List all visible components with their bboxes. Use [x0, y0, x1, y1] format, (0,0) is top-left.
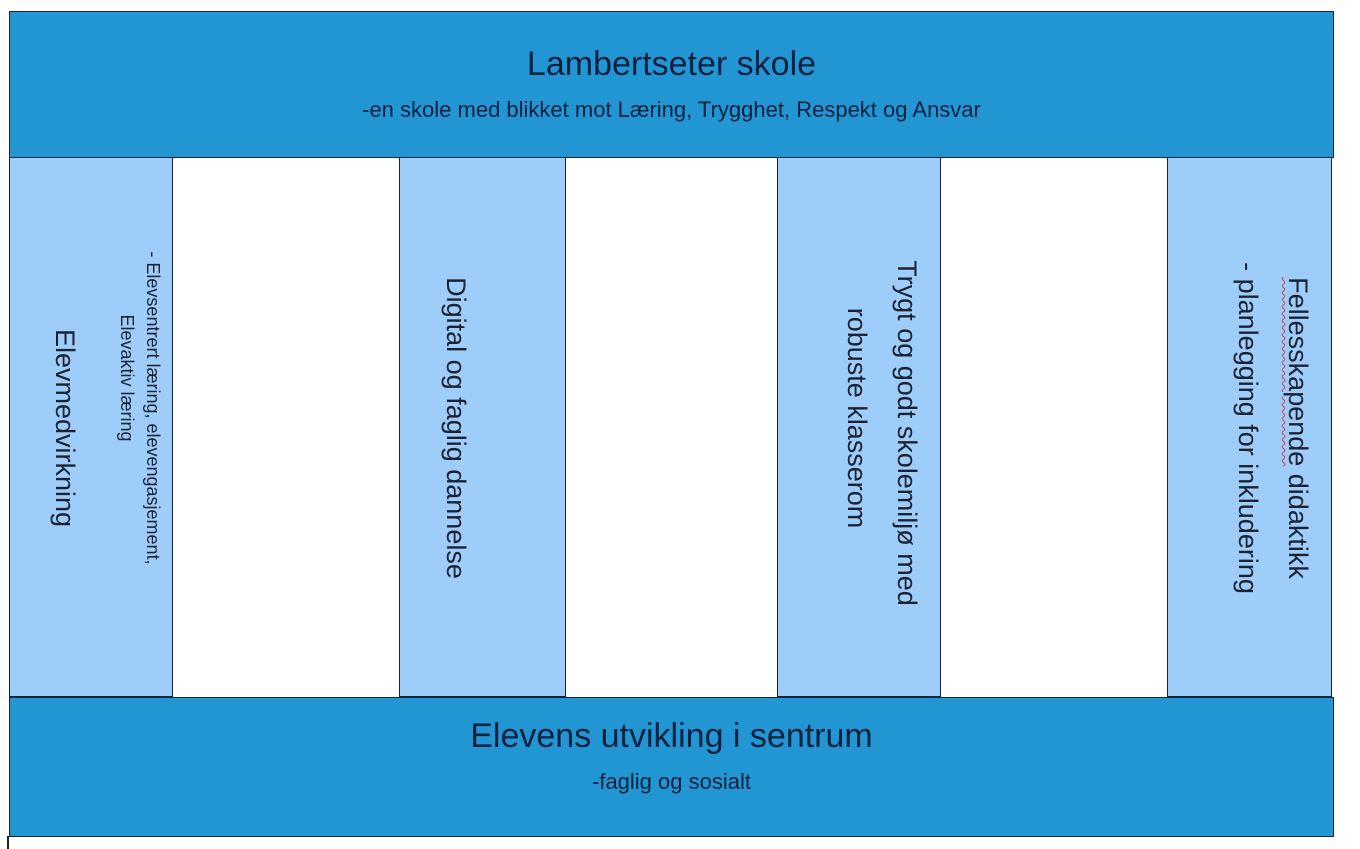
pillar-title: Trygt og godt skolemiljø med [892, 260, 922, 606]
foundation-subtitle: -faglig og sosialt [592, 769, 751, 794]
spellcheck-word: Fellesskapende [1283, 277, 1313, 467]
pillar-title-2: robuste klasserom [842, 307, 872, 529]
pillar-title-rest: didaktikk [1283, 466, 1313, 579]
school-title: Lambertseter skole [526, 45, 817, 83]
pillar-fellesskapende-didaktikk: Fellesskapende didaktikk - planlegging f… [1167, 157, 1332, 697]
pillar-digital-dannelse: Digital og faglig dannelse [399, 157, 566, 697]
pillar-subtitle-2: Elevaktiv læring [117, 314, 137, 442]
header-band: Lambertseter skole -en skole med blikket… [9, 11, 1334, 158]
footer-band: Elevens utvikling i sentrum -faglig og s… [9, 697, 1334, 837]
pillar-subtitle: - planlegging for inkludering [1233, 262, 1263, 594]
school-motto: -en skole med blikket mot Læring, Tryggh… [362, 97, 981, 122]
pillar-elevmedvirkning: Elevmedvirkning - Elevsentrert læring, e… [9, 157, 173, 697]
pillar-skolemiljo: Trygt og godt skolemiljø med robuste kla… [777, 157, 941, 697]
pillar-title: Digital og faglig dannelse [441, 277, 471, 579]
pillar-title: Fellesskapende didaktikk [1281, 277, 1315, 579]
text-cursor-mark [7, 836, 9, 849]
pillar-subtitle: - Elevsentrert læring, elevengasjement, [143, 251, 163, 565]
foundation-title: Elevens utvikling i sentrum [470, 717, 873, 755]
